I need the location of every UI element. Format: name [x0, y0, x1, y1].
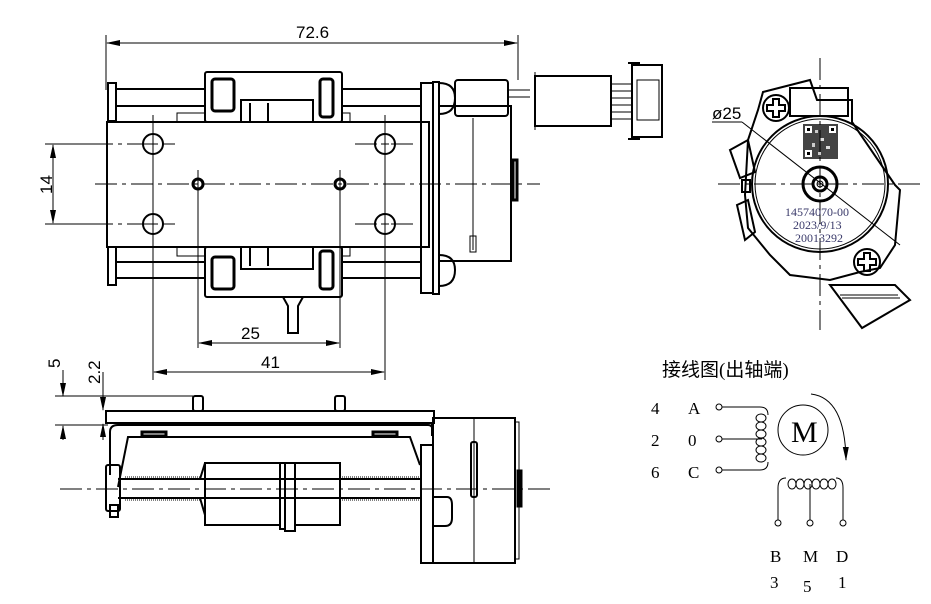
dimension-mount-outer: 41 [153, 353, 385, 375]
date-label: 2023/9/13 [793, 218, 842, 232]
pin-number: 2 [651, 431, 660, 450]
top-view: 72.6 [37, 23, 663, 380]
side-view: 5 2.2 [45, 359, 550, 564]
dimension-side-heights: 5 2.2 [45, 359, 193, 440]
connector [534, 62, 663, 140]
motor-side-view [420, 417, 523, 564]
pin-letter: D [836, 547, 848, 566]
dimension-label: 14 [37, 175, 56, 194]
mounting-plate [105, 410, 435, 424]
pin-number: 6 [651, 463, 660, 482]
dimension-label: 41 [261, 353, 280, 372]
pin-number: 5 [803, 577, 812, 596]
motor-symbol [777, 404, 829, 456]
wiring-diagram: 接线图(出轴端) 4 A 2 0 6 C M [651, 359, 849, 596]
dimension-label: 2.2 [85, 360, 104, 384]
dimension-label: 72.6 [296, 23, 329, 42]
pin-number: 3 [770, 573, 779, 592]
screw-icon [853, 248, 881, 276]
motor-symbol-label: M [791, 416, 818, 449]
dimension-overall-length: 72.6 [105, 23, 519, 90]
pin-number: 4 [651, 399, 660, 418]
motor-top-view [420, 79, 530, 295]
dimension-label: 25 [241, 324, 260, 343]
dimension-mount-inner: 25 [198, 324, 340, 346]
pin-letter: A [688, 399, 701, 418]
serial-label: 20013292 [795, 231, 843, 245]
pin-letter: C [688, 463, 699, 482]
part-number-label: 14574070-00 [785, 205, 849, 219]
pin-letter: M [803, 547, 818, 566]
dimension-label: ø25 [712, 104, 741, 123]
wiring-title: 接线图(出轴端) [662, 359, 789, 381]
dimension-label: 5 [45, 359, 64, 368]
coil-bottom [787, 478, 837, 490]
screw-icon [762, 94, 790, 122]
pin-letter: B [770, 547, 781, 566]
end-view: ø25 14574070-00 2023/9/13 20013292 [712, 58, 924, 330]
dimension-hole-spacing: 14 [37, 143, 100, 225]
qr-code [803, 124, 838, 159]
pin-letter: 0 [688, 431, 697, 450]
coil-left [755, 413, 767, 463]
pin-number: 1 [838, 573, 847, 592]
